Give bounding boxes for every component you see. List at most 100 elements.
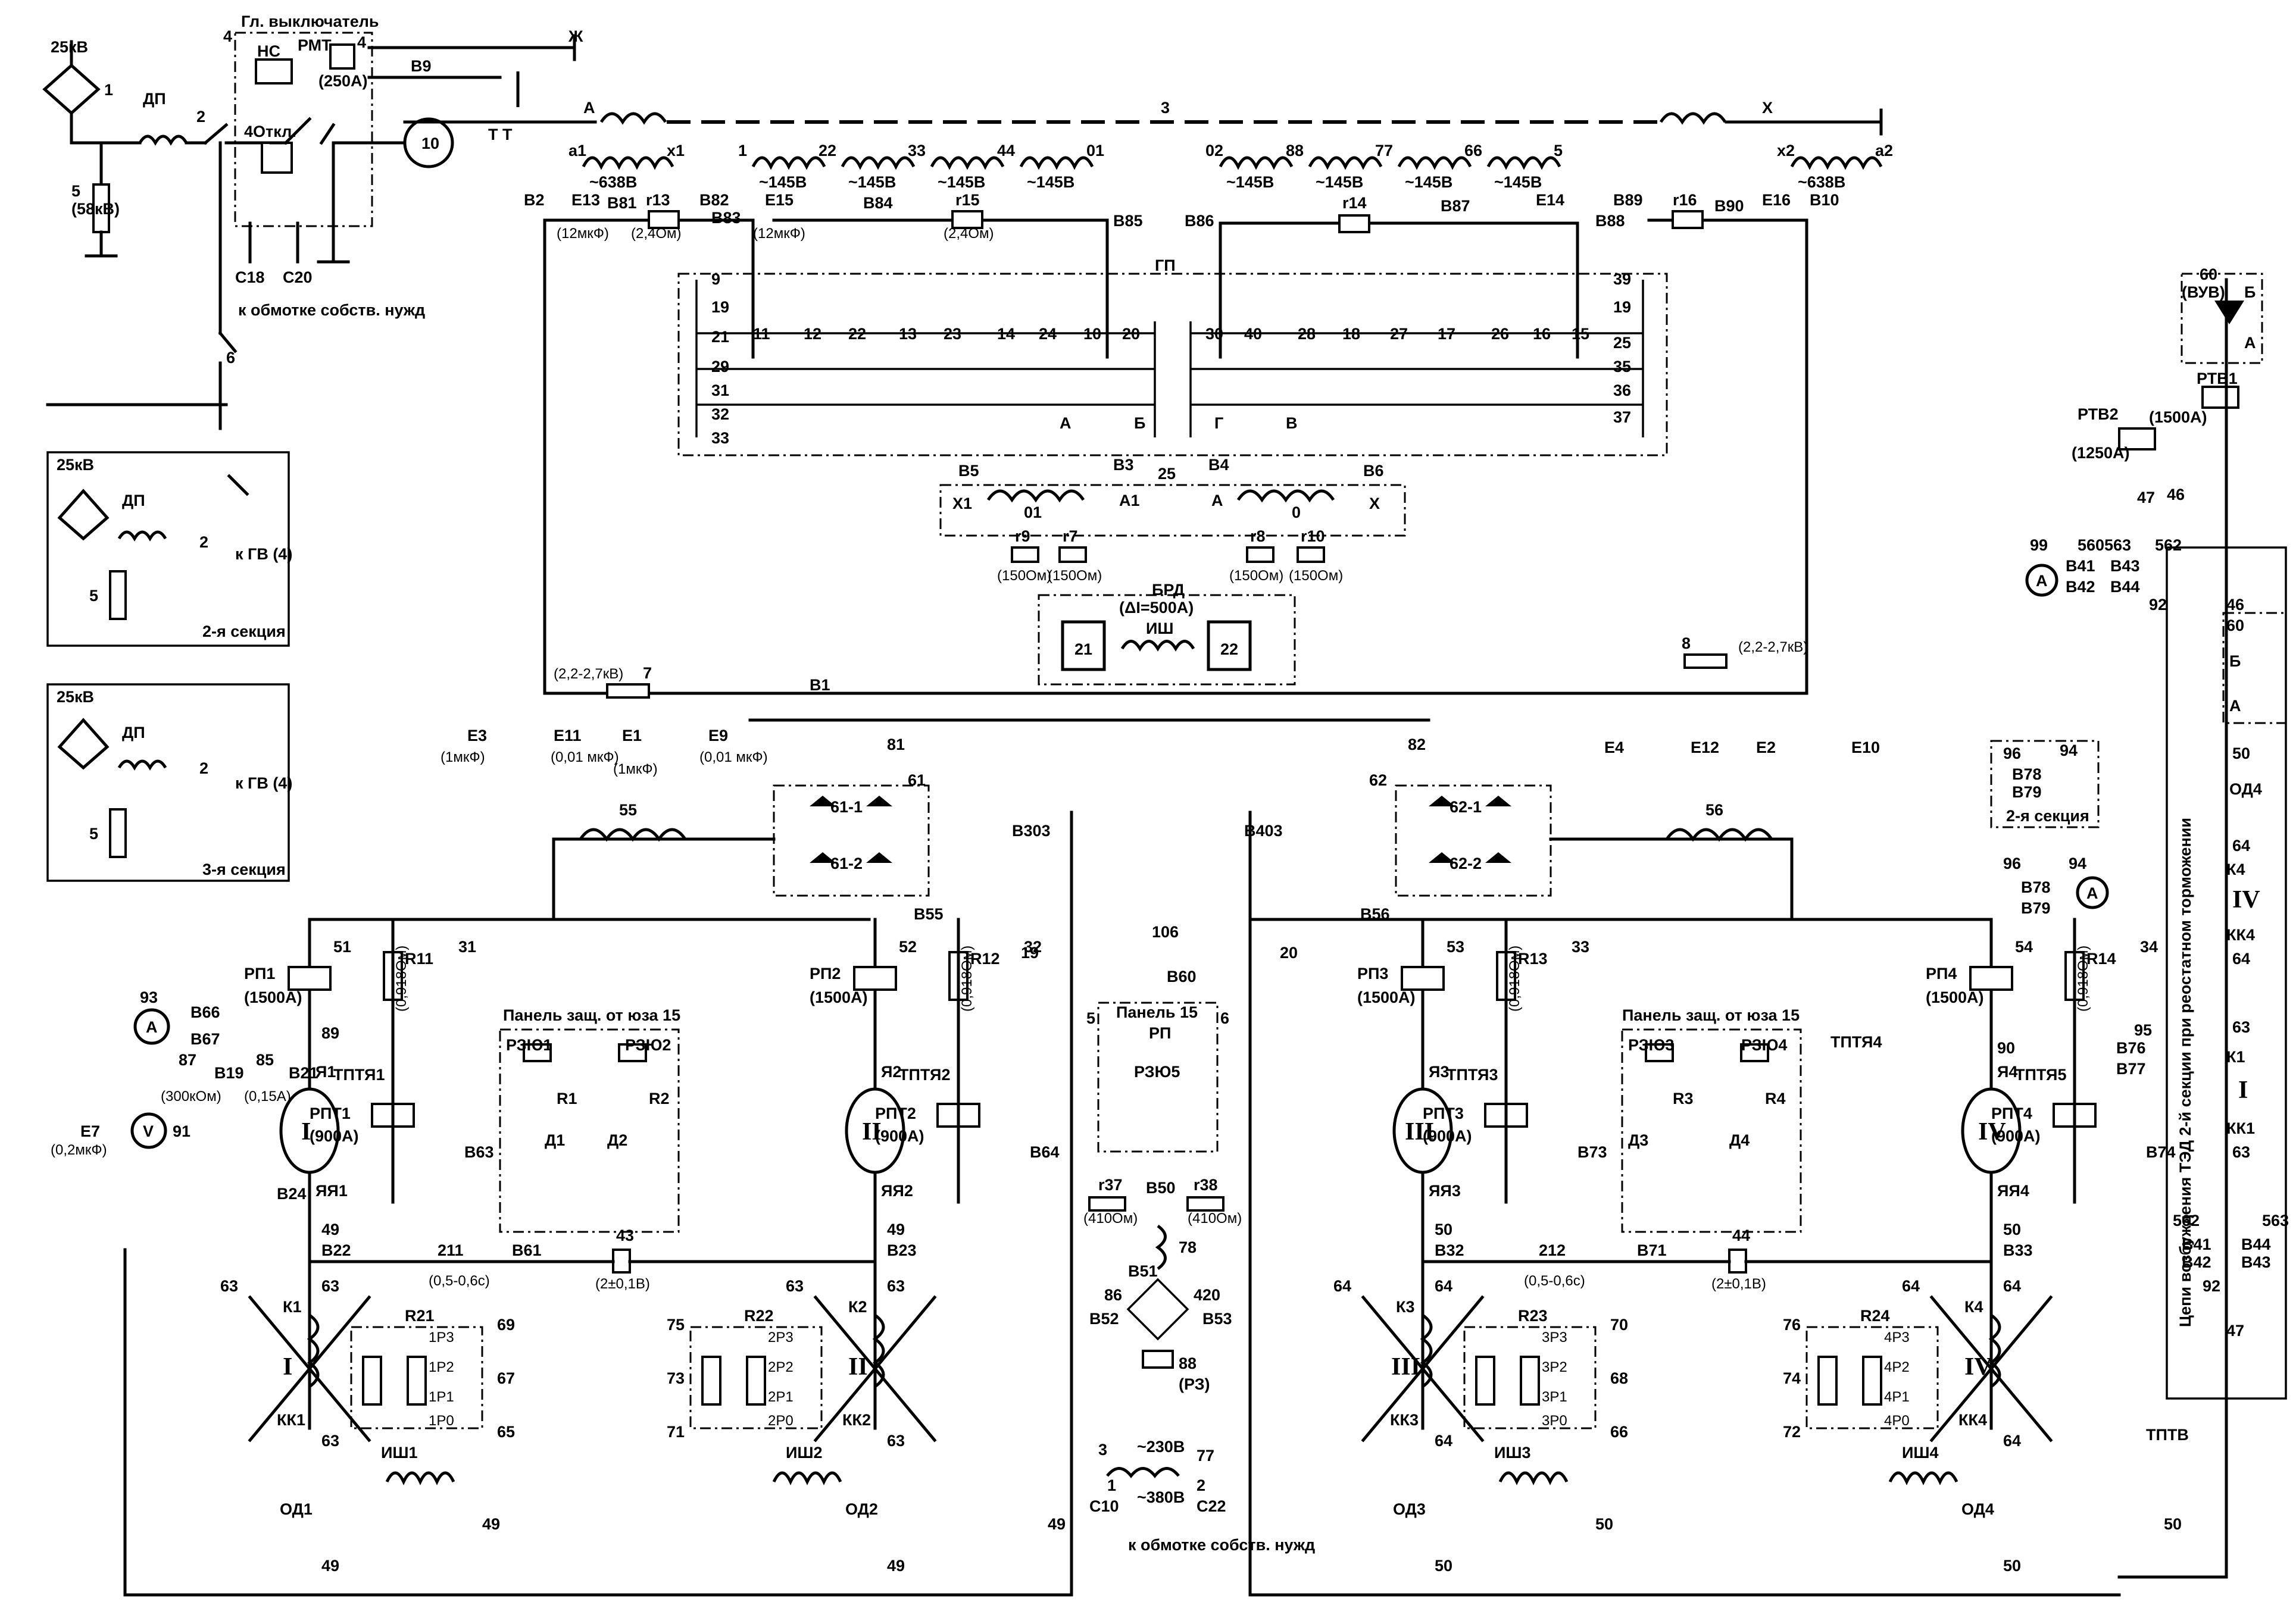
svg-text:r15: r15 <box>955 191 980 209</box>
svg-text:32: 32 <box>711 405 729 423</box>
svg-text:А: А <box>1060 414 1072 432</box>
svg-text:63: 63 <box>2232 1018 2250 1036</box>
traction-motor-3: РП3(1500А)53IIIЯ3ЯЯ3R13(0,918Ом)ТПТЯ3РПТ… <box>1357 918 1607 1430</box>
arrester-voltage: (58кВ) <box>71 200 120 218</box>
svg-text:50: 50 <box>2232 744 2250 762</box>
svg-text:93: 93 <box>140 988 158 1006</box>
svg-text:~380В: ~380В <box>1137 1488 1185 1506</box>
tap-label: 1Р0 <box>429 1413 454 1429</box>
svg-text:563: 563 <box>2104 536 2131 554</box>
slip-protection-panel-left: Панель защ. от юза 15 РЗЮ1 РЗЮ2 R1 R2 Д1… <box>499 1006 680 1233</box>
rp-label: РП1 <box>244 965 275 983</box>
armature-start: Я3 <box>1429 1063 1449 1081</box>
contact-number: 50 <box>1435 1557 1452 1575</box>
svg-text:21: 21 <box>1074 640 1092 658</box>
svg-text:(0,01 мкФ): (0,01 мкФ) <box>699 749 768 765</box>
svg-text:Е16: Е16 <box>1762 191 1791 209</box>
svg-text:Е9: Е9 <box>708 727 728 744</box>
svg-text:В3: В3 <box>1113 456 1134 474</box>
svg-text:С18: С18 <box>235 268 265 286</box>
svg-text:(150Ом): (150Ом) <box>997 568 1051 584</box>
svg-text:5: 5 <box>1086 1009 1095 1027</box>
svg-text:В6: В6 <box>1363 462 1384 480</box>
svg-text:(2,4Ом): (2,4Ом) <box>944 226 994 242</box>
contact-number: 64 <box>1435 1432 1452 1450</box>
svg-text:В53: В53 <box>1202 1310 1232 1328</box>
svg-text:r38: r38 <box>1194 1176 1218 1194</box>
svg-text:А: А <box>2086 884 2098 902</box>
inductive-shunt: ИШ1 <box>381 1444 418 1462</box>
svg-text:10: 10 <box>1083 325 1101 343</box>
contact-number: 67 <box>497 1369 515 1387</box>
svg-text:20: 20 <box>1122 325 1140 343</box>
svg-text:96: 96 <box>2003 744 2021 762</box>
svg-text:В43: В43 <box>2241 1253 2271 1271</box>
group-switch-gp: ГП 9 19 21 29 31 32 33 11 12 22 13 23 14… <box>677 256 1668 456</box>
motor-numeral: II <box>862 1118 882 1146</box>
tptya-label: ТПТЯ2 <box>899 1066 950 1084</box>
svg-text:КК4: КК4 <box>2226 926 2255 944</box>
svg-text:Х: Х <box>1762 99 1773 117</box>
rectifier-bridge-right: 62 82 62-1 62-2 <box>1369 736 1552 897</box>
svg-text:В76: В76 <box>2116 1039 2146 1057</box>
svg-text:ИШ: ИШ <box>1146 620 1174 637</box>
svg-text:~230В: ~230В <box>1137 1438 1185 1456</box>
field-circuit-4: К4КК4IVR244Р34Р24Р14Р0ИШ4ОД4646464505050… <box>1783 1221 2182 1575</box>
svg-text:В87: В87 <box>1441 197 1470 215</box>
bus-tag: В22 <box>321 1241 351 1259</box>
svg-text:22: 22 <box>1220 640 1238 658</box>
svg-text:94: 94 <box>2060 742 2078 759</box>
return-loops <box>123 811 2121 1597</box>
field-end: КК4 <box>1958 1411 1987 1429</box>
svg-text:44: 44 <box>1732 1227 1750 1244</box>
svg-text:В42: В42 <box>2066 578 2095 596</box>
svg-text:46: 46 <box>2167 486 2185 503</box>
svg-text:ДП: ДП <box>122 492 145 509</box>
motor-numeral: I <box>301 1118 311 1146</box>
svg-text:В19: В19 <box>214 1064 244 1082</box>
svg-text:25кВ: 25кВ <box>57 456 94 474</box>
svg-text:27: 27 <box>1390 325 1408 343</box>
svg-text:В85: В85 <box>1113 212 1143 230</box>
svg-text:(2±0,1В): (2±0,1В) <box>595 1276 650 1292</box>
svg-text:В2: В2 <box>524 191 545 209</box>
svg-text:r14: r14 <box>1342 194 1367 212</box>
shunt-value: (0,918Ом) <box>959 946 975 1012</box>
svg-text:В44: В44 <box>2241 1235 2271 1253</box>
contact-number: 72 <box>1783 1423 1801 1441</box>
traction-motor-4: РП4(1500А)54IVЯ4ЯЯ4R14(0,918Ом)ТПТЯ5РПТ4… <box>1926 918 2176 1430</box>
svg-text:РЗЮ2: РЗЮ2 <box>625 1036 671 1054</box>
svg-text:РЗЮ5: РЗЮ5 <box>1134 1063 1180 1081</box>
svg-text:(12мкФ): (12мкФ) <box>753 226 805 242</box>
svg-text:(300кОм): (300кОм) <box>161 1088 221 1105</box>
svg-text:РТВ1: РТВ1 <box>2197 370 2238 387</box>
svg-text:r8: r8 <box>1250 527 1266 545</box>
rpt-current: (900А) <box>1991 1127 2041 1145</box>
svg-text:62-2: 62-2 <box>1450 855 1482 872</box>
svg-text:В42: В42 <box>2182 1253 2211 1271</box>
field-end: КК3 <box>1390 1411 1419 1429</box>
bus-tag: В64 <box>1030 1143 1060 1161</box>
svg-text:82: 82 <box>1408 736 1426 753</box>
svg-text:62-1: 62-1 <box>1450 798 1482 816</box>
svg-text:Е10: Е10 <box>1851 739 1880 756</box>
svg-text:13: 13 <box>899 325 917 343</box>
main-switch-title: Гл. выключатель <box>241 12 379 30</box>
shunt-value: (0,918Ом) <box>2075 946 2091 1012</box>
svg-text:Е2: Е2 <box>1756 739 1776 756</box>
winding-voltage: ~145В <box>1027 173 1074 191</box>
winding-voltage: ~145В <box>1226 173 1274 191</box>
svg-text:к ГВ (4): к ГВ (4) <box>235 545 292 563</box>
contact-number: 50 <box>1595 1515 1613 1533</box>
svg-text:НС: НС <box>257 42 280 60</box>
winding-terminal: 3 <box>917 142 926 159</box>
svg-text:В78: В78 <box>2012 765 2042 783</box>
winding-terminal: 01 <box>1086 142 1104 159</box>
winding-terminal: 1 <box>738 142 747 159</box>
svg-text:В79: В79 <box>2021 899 2051 917</box>
svg-text:V: V <box>143 1122 154 1140</box>
svg-text:211: 211 <box>438 1241 464 1259</box>
timing-relays: 211 (0,5-0,6с) В61 43 (2±0,1В) 212 (0,5-… <box>308 1227 1993 1292</box>
svg-text:В1: В1 <box>810 676 830 694</box>
